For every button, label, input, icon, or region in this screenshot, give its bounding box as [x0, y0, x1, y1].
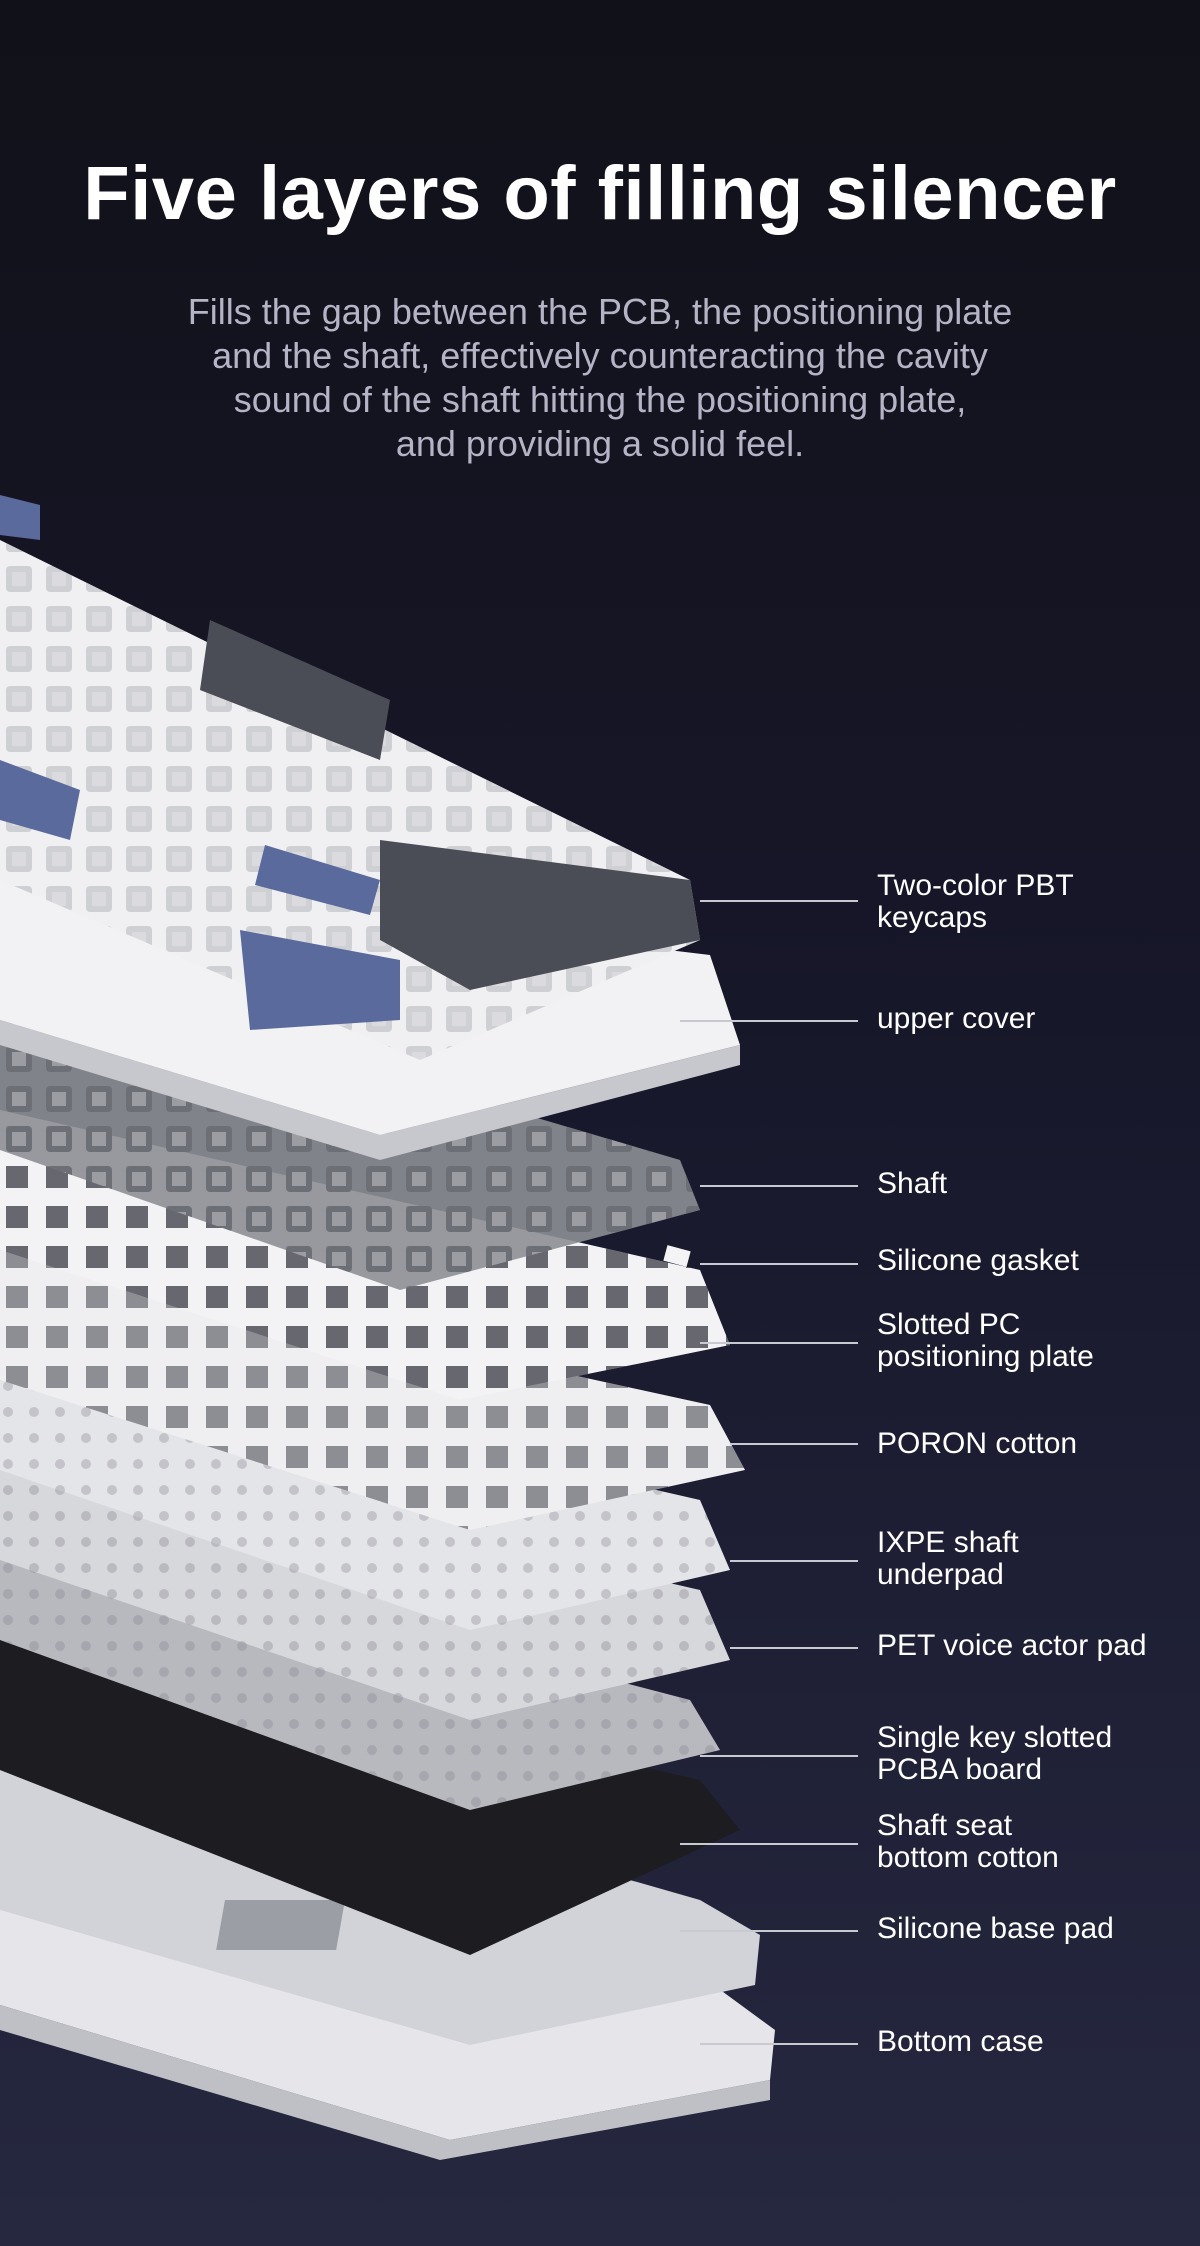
callout-text: Shaft seat — [877, 1809, 1013, 1842]
subtitle-line: sound of the shaft hitting the positioni… — [233, 379, 967, 420]
exploded-keyboard-illustration — [0, 495, 775, 2160]
callout-text: upper cover — [877, 1002, 1036, 1035]
poron-cotton-layer — [0, 1250, 745, 1530]
leader-line — [700, 1263, 858, 1265]
subtitle-line: and providing a solid feel. — [395, 423, 805, 464]
callout-text: Bottom case — [877, 2025, 1044, 2058]
leader-line — [700, 1185, 858, 1187]
callout-text: bottom cotton — [877, 1841, 1059, 1874]
leader-line — [730, 1647, 858, 1649]
subtitle-line: and the shaft, effectively counteracting… — [212, 335, 988, 376]
callout-silicone-base-pad: Silicone base pad — [877, 1913, 1114, 1945]
leader-line — [680, 1930, 858, 1932]
subtitle: Fills the gap between the PCB, the posit… — [100, 290, 1100, 466]
callout-keycaps: Two-color PBT keycaps — [877, 870, 1074, 934]
callout-text: positioning plate — [877, 1340, 1094, 1373]
callout-pcba-board: Single key slotted PCBA board — [877, 1722, 1112, 1786]
callout-text: PCBA board — [877, 1753, 1043, 1786]
callout-text: IXPE shaft — [877, 1526, 1019, 1559]
leader-line — [700, 900, 858, 902]
callout-text: keycaps — [877, 901, 988, 934]
callout-text: Shaft — [877, 1167, 948, 1200]
callout-text: Two-color PBT — [877, 869, 1074, 902]
leader-line — [730, 1560, 858, 1562]
callout-text: Slotted PC — [877, 1308, 1021, 1341]
callout-poron-cotton: PORON cotton — [877, 1428, 1077, 1460]
callout-text: PET voice actor pad — [877, 1629, 1147, 1662]
callout-text: Single key slotted — [877, 1721, 1113, 1754]
callout-positioning-plate: Slotted PC positioning plate — [877, 1309, 1094, 1373]
callout-text: underpad — [877, 1558, 1004, 1591]
callout-text: Silicone base pad — [877, 1912, 1114, 1945]
leader-line — [700, 1755, 858, 1757]
headline: Five layers of filling silencer — [83, 151, 1117, 236]
callout-silicone-gasket: Silicone gasket — [877, 1245, 1079, 1277]
leader-line — [700, 1342, 858, 1344]
callout-text: Silicone gasket — [877, 1244, 1079, 1277]
silicone-gasket-piece — [663, 1245, 691, 1267]
callout-shaft-seat-cotton: Shaft seat bottom cotton — [877, 1810, 1059, 1874]
callout-shaft: Shaft — [877, 1168, 947, 1200]
leader-line — [680, 1843, 858, 1845]
callout-text: PORON cotton — [877, 1427, 1078, 1460]
callout-pet-pad: PET voice actor pad — [877, 1630, 1147, 1662]
leader-line — [680, 1020, 858, 1022]
subtitle-line: Fills the gap between the PCB, the posit… — [187, 291, 1013, 332]
keycaps-layer — [0, 495, 700, 1060]
callout-upper-cover: upper cover — [877, 1003, 1035, 1035]
callout-bottom-case: Bottom case — [877, 2026, 1044, 2058]
callout-ixpe-underpad: IXPE shaft underpad — [877, 1527, 1019, 1591]
leader-line — [700, 2043, 858, 2045]
leader-line — [730, 1443, 858, 1445]
